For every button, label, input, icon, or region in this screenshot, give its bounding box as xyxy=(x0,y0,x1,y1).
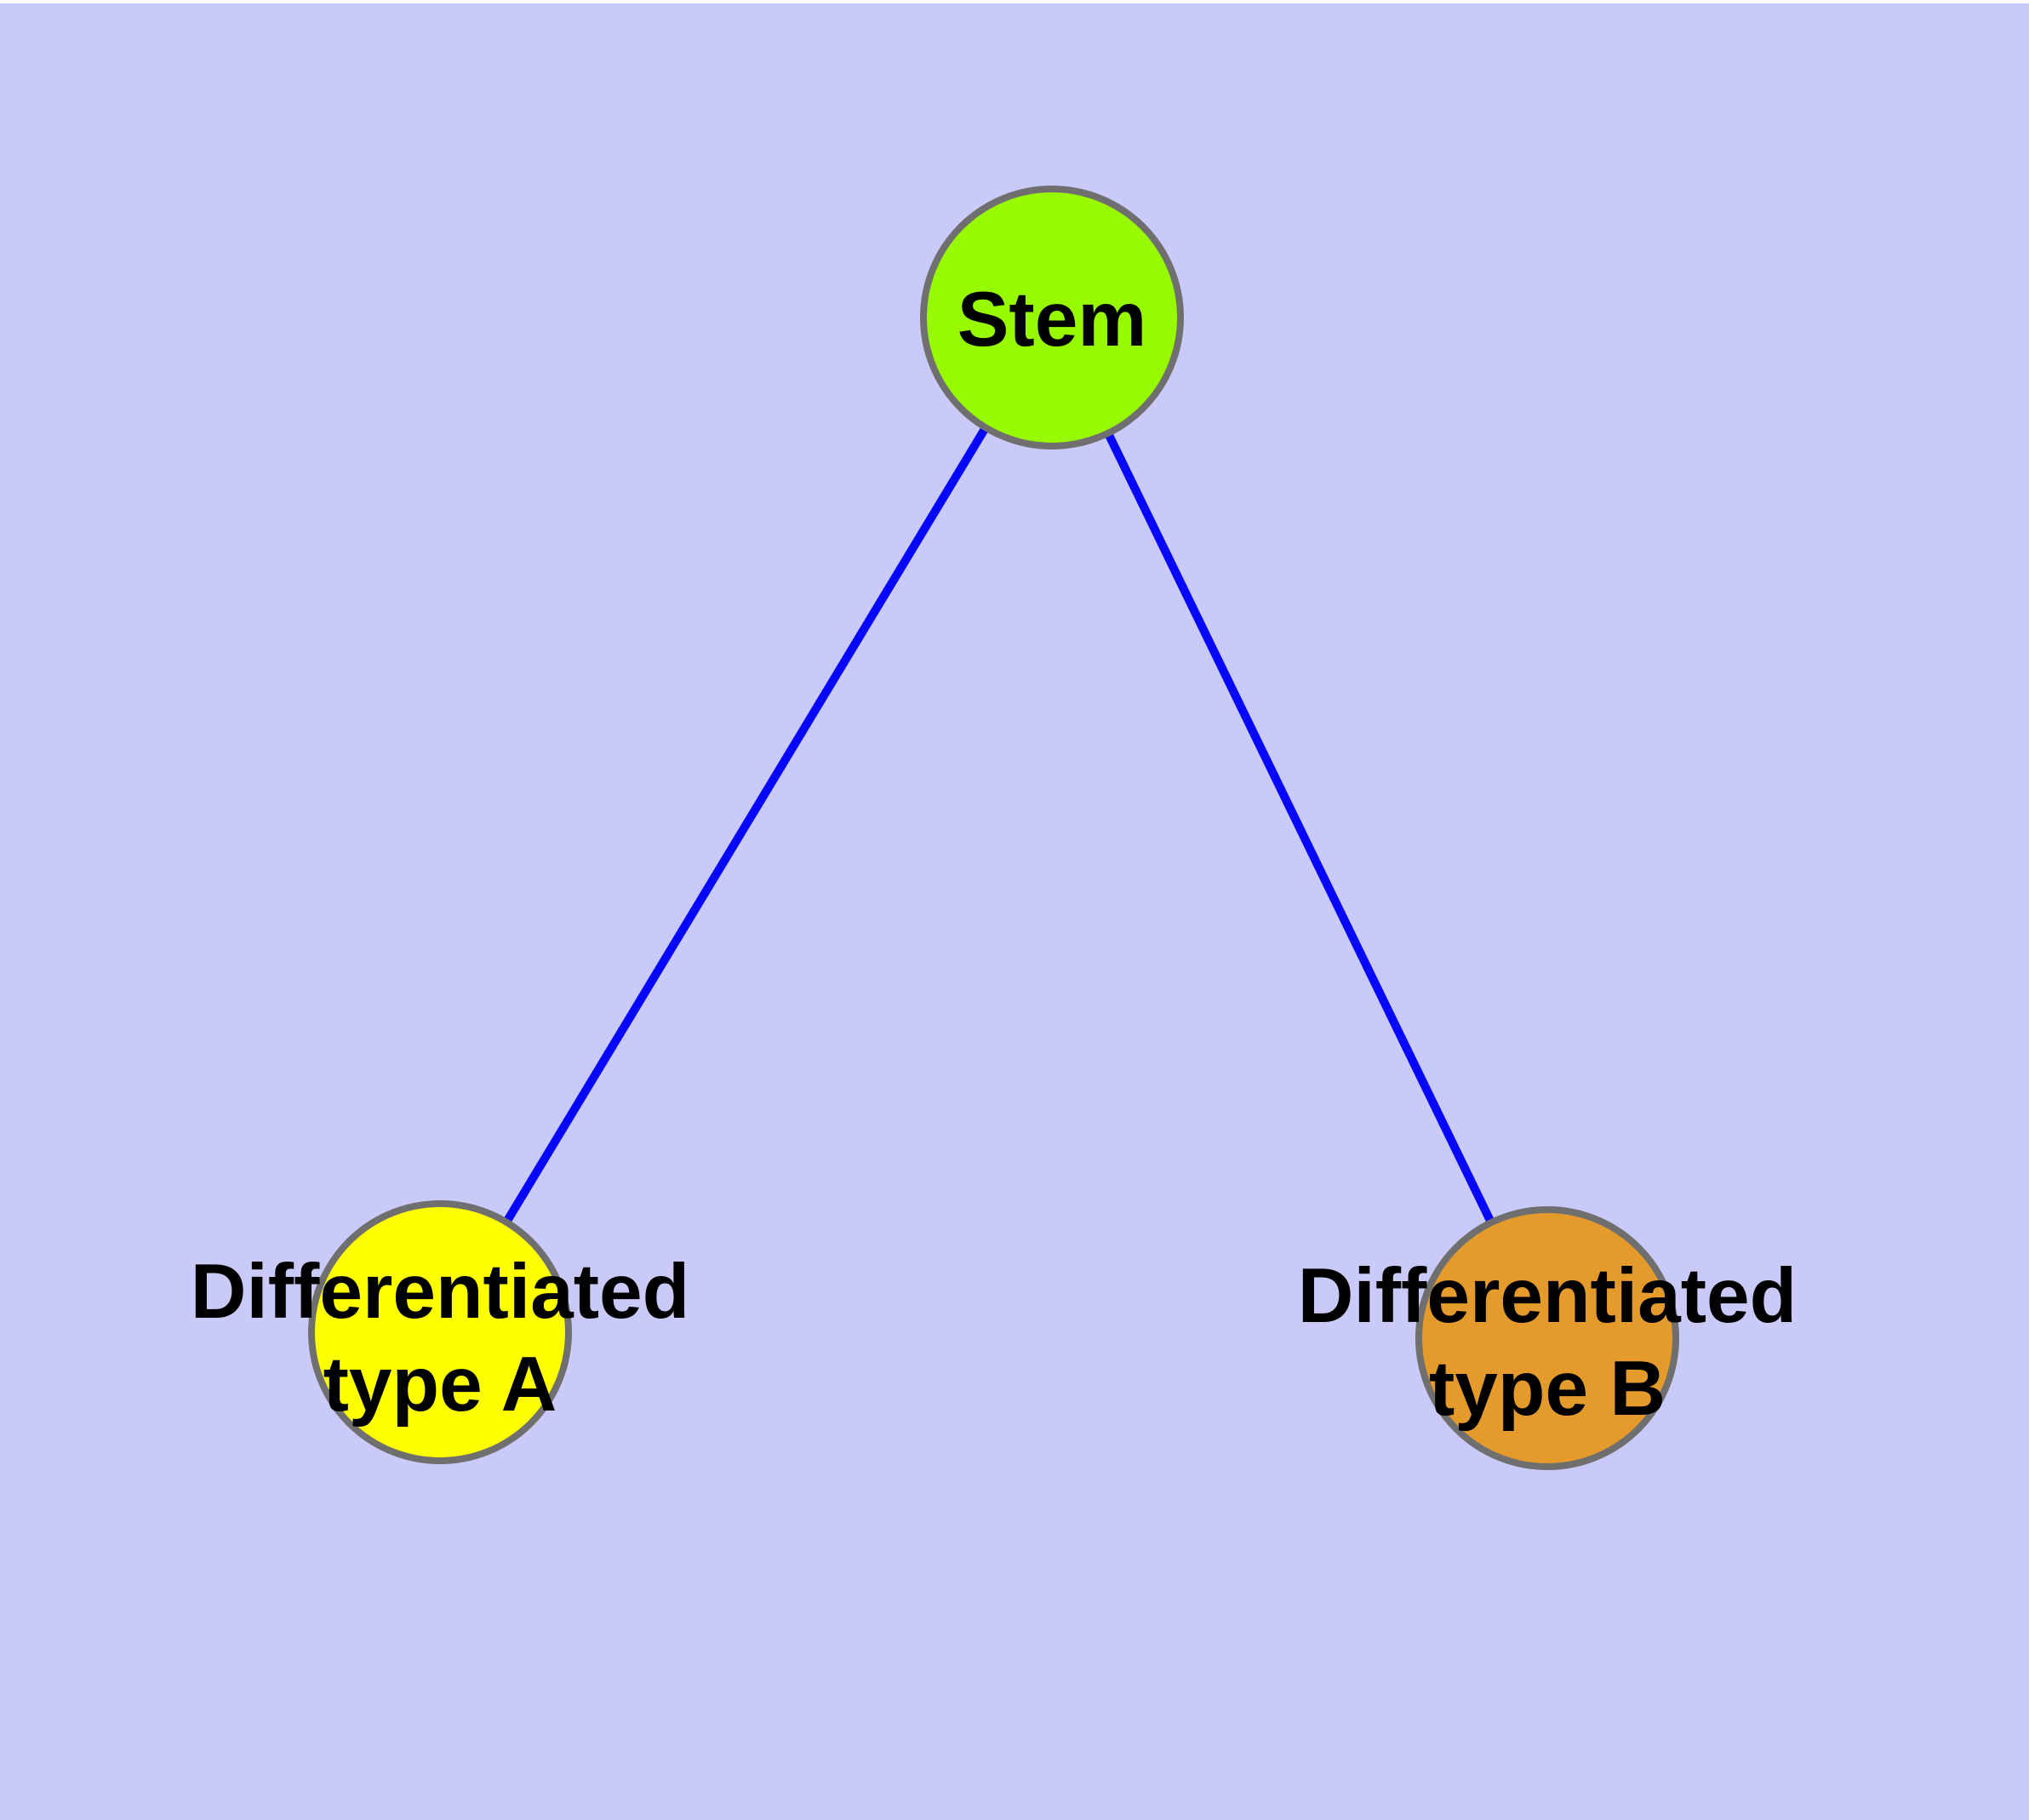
node-differentiated-type-a xyxy=(308,1200,572,1464)
node-type-a-label-line2: type A xyxy=(323,1342,557,1428)
top-edge-strip xyxy=(0,0,2029,3)
node-differentiated-type-b xyxy=(1415,1206,1679,1470)
node-stem-label: Stem xyxy=(957,277,1147,363)
node-type-b-label-line2: type B xyxy=(1429,1346,1666,1432)
node-stem xyxy=(920,186,1184,449)
edge-stem-to-type-b xyxy=(1048,315,1552,1341)
node-type-a-label-line1: Differentiated xyxy=(191,1249,690,1335)
edge-stem-to-type-a xyxy=(436,315,1056,1335)
node-type-b-label-line1: Differentiated xyxy=(1298,1253,1798,1339)
